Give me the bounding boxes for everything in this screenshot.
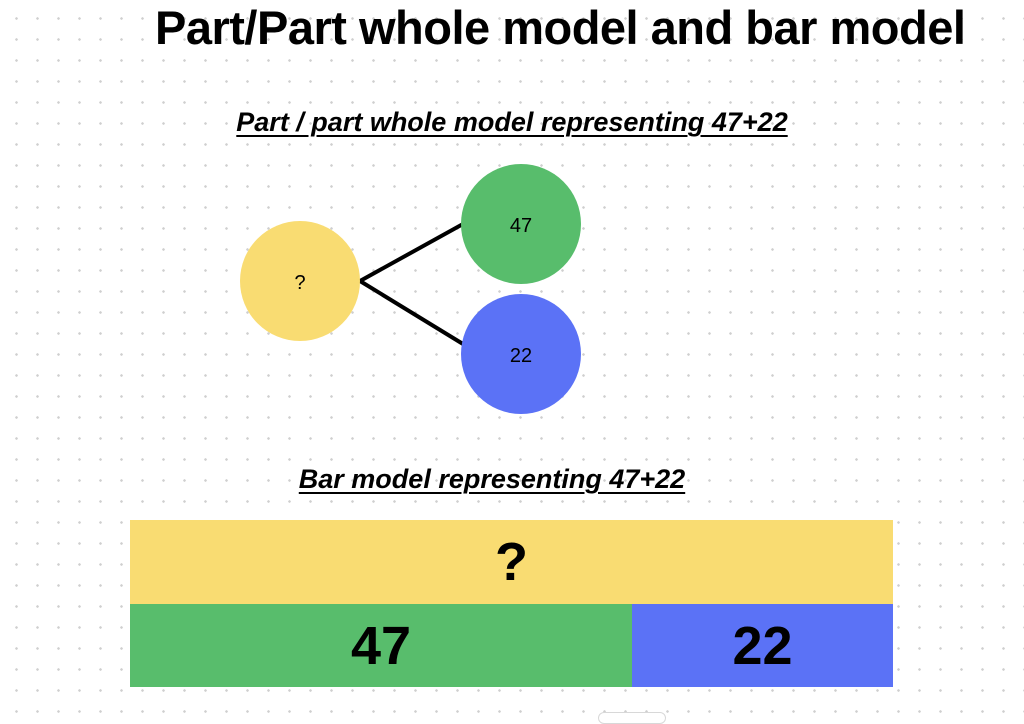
bar-part-label: 47	[350, 615, 412, 676]
bar-whole-label: ?	[495, 532, 528, 592]
part-circle-top-label: 47	[510, 215, 532, 237]
bar-model: ? 47 22	[130, 520, 893, 687]
whole-circle	[240, 221, 360, 341]
connector-line-top	[358, 222, 465, 283]
whole-circle-label: ?	[294, 272, 305, 294]
part-whole-model-heading: Part / part whole model representing 47+…	[236, 107, 788, 137]
bar-part-22: 22	[632, 604, 893, 687]
part-circle-bottom-label: 22	[510, 345, 532, 367]
bar-whole: ?	[130, 520, 893, 604]
bar-part-47: 47	[130, 604, 632, 687]
bar-part-label: 22	[732, 615, 793, 676]
connector-line-bottom	[358, 279, 465, 346]
part-circle-top	[461, 164, 581, 284]
bar-model-heading: Bar model representing 47+22	[298, 464, 686, 494]
part-circle-bottom	[461, 294, 581, 414]
scroll-handle[interactable]	[598, 712, 666, 724]
page-title: Part/Part whole model and bar model	[155, 1, 966, 54]
